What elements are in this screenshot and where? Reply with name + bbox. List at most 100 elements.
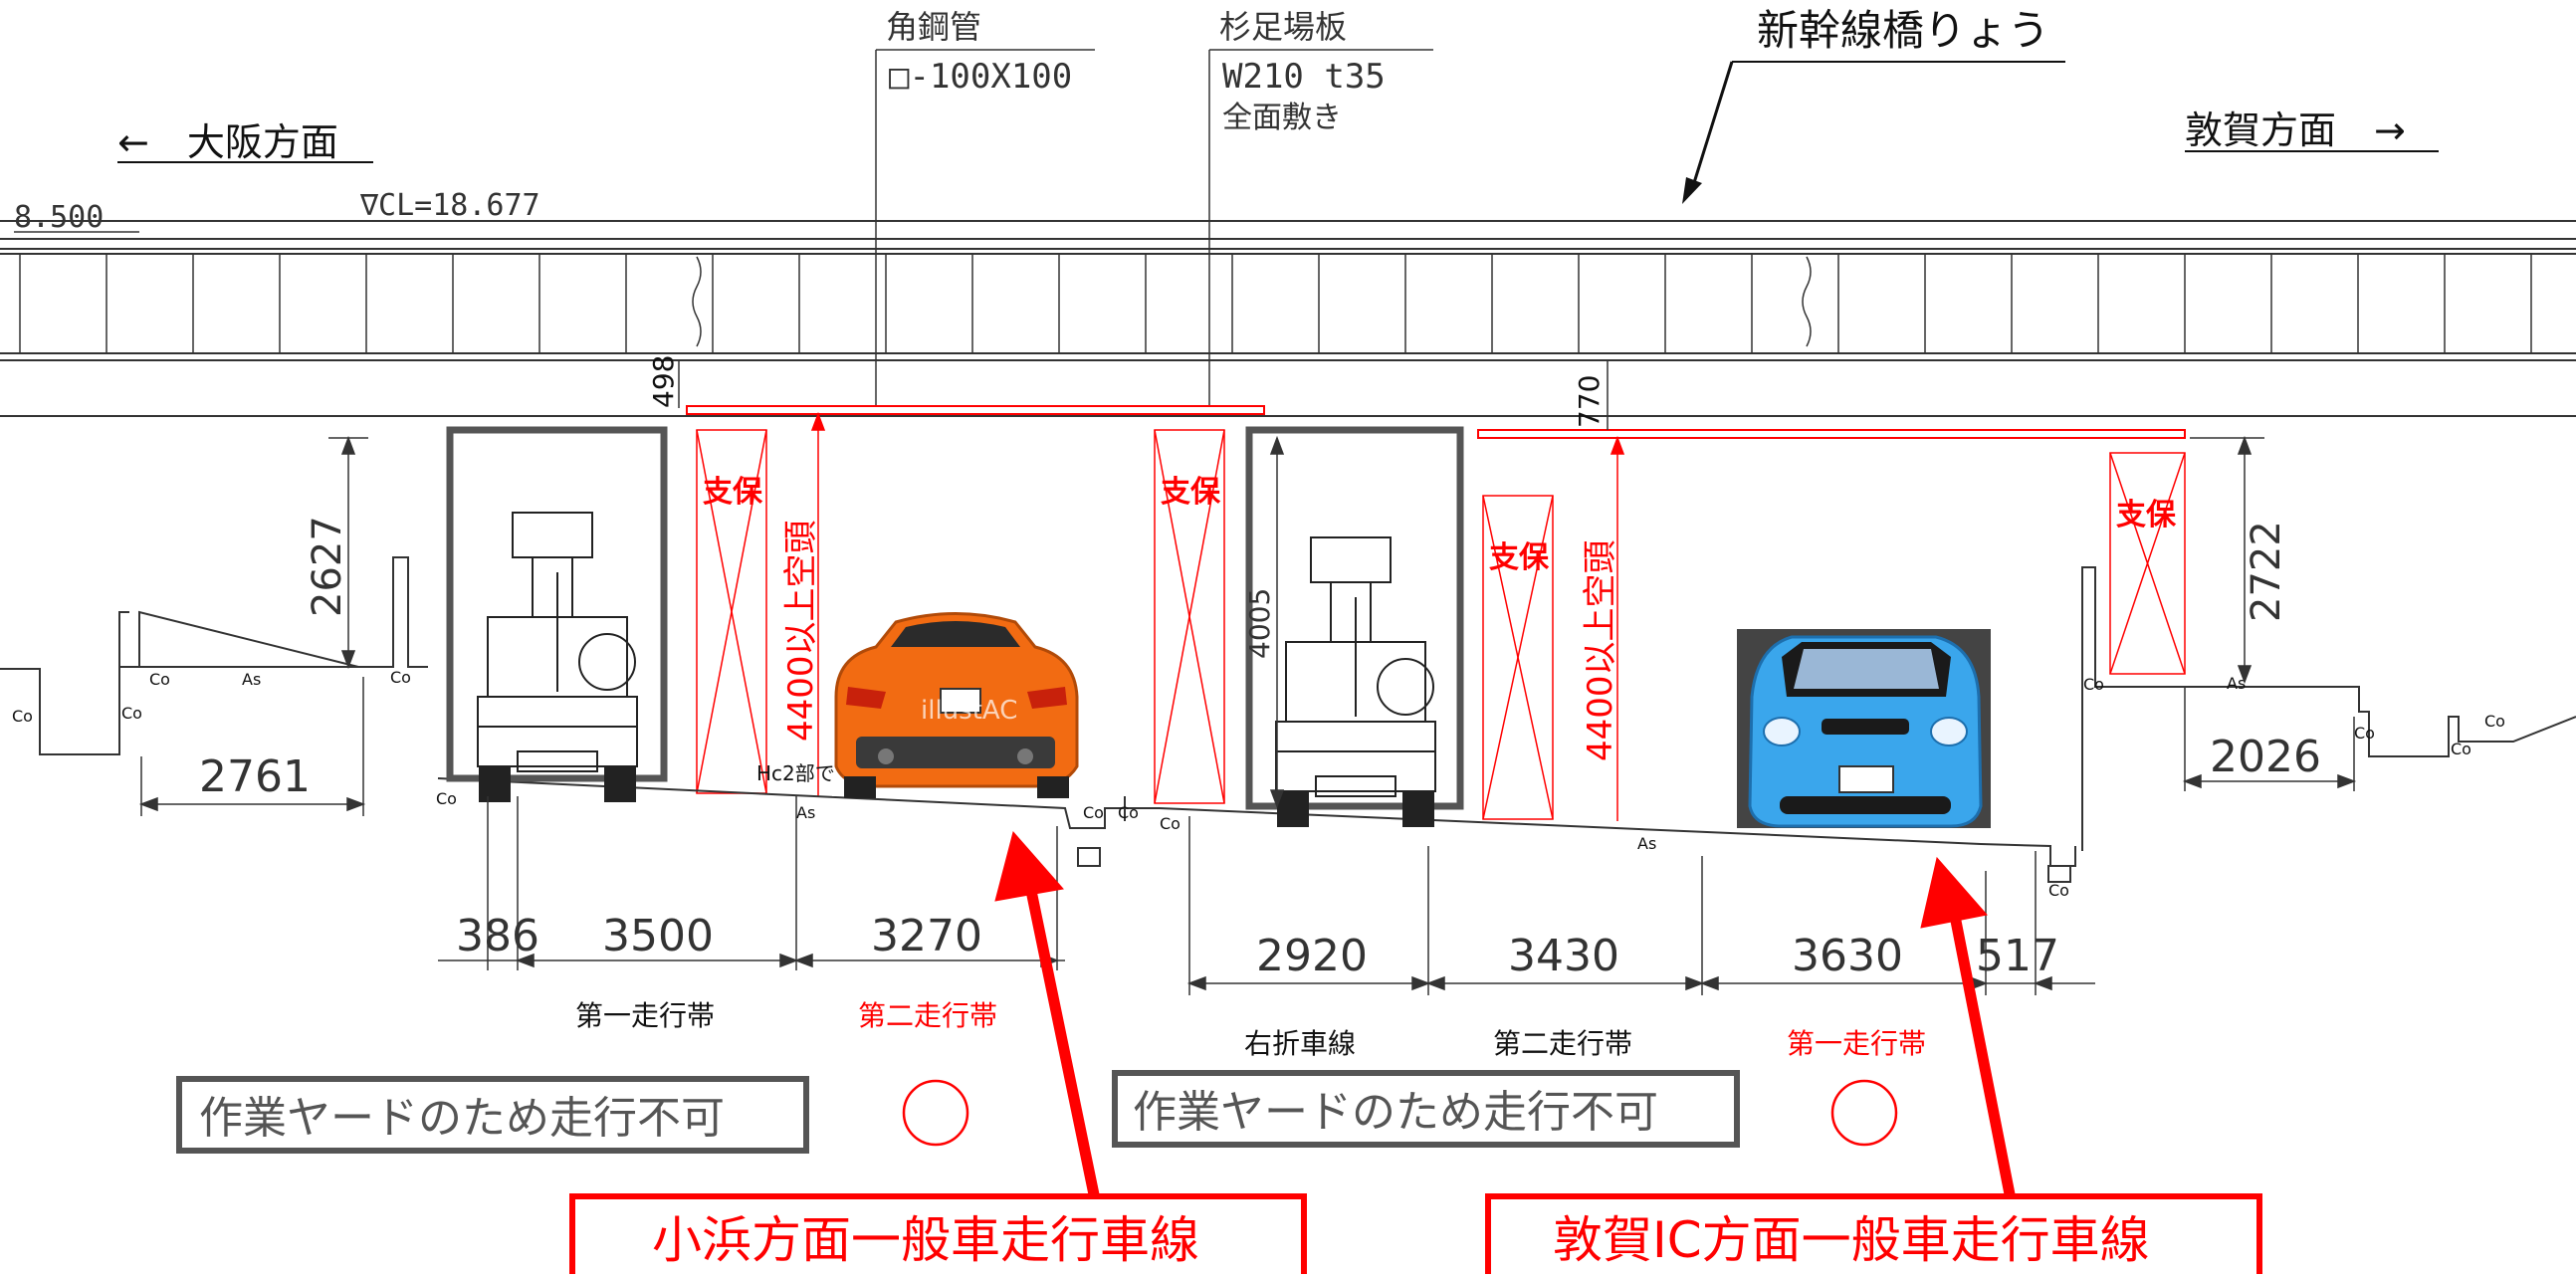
left-level-label: 8.500 (14, 200, 104, 235)
material-tag: Co (2354, 724, 2375, 743)
aerial-work-truck (477, 512, 638, 802)
ground-profile (0, 556, 2576, 867)
board-note-label: 全面敷き (1222, 101, 1342, 135)
bridge-name-label: 新幹線橋りょう (1757, 6, 2049, 55)
support-label: 支保 (2116, 498, 2177, 532)
dim-770-label: 770 (1573, 375, 1606, 428)
dim-2627: 2627 (305, 435, 368, 670)
dim-2026-label: 2026 (2210, 732, 2321, 782)
dim-3500-label: 3500 (602, 911, 714, 961)
tsuruga-lane-text: 敦賀IC方面一般車走行車線 (1553, 1211, 2150, 1269)
arrow-obama-lane (994, 830, 1101, 1201)
orange-car: illustAC (832, 602, 1081, 798)
clearance-right-label: 4400以上空頭 (1581, 539, 1620, 761)
dim-4005-label: 4005 (1243, 588, 1276, 659)
support-tower-brace (1482, 495, 1554, 820)
bridge-pointer-arrow (1682, 61, 1734, 204)
support-tower: 支保 (696, 429, 767, 794)
material-tag: Co (149, 670, 170, 689)
support-towers: 支保支保支保支保 (696, 429, 2186, 820)
support-tower: 支保 (1482, 495, 1554, 820)
bridge-girder (0, 220, 2576, 417)
pipe-callout: 角鋼管 □-100X100 (875, 8, 1095, 406)
no-traffic-notice-left: 作業ヤードのため走行不可 (176, 1076, 809, 1154)
dim-2761-label: 2761 (199, 751, 311, 802)
obama-lane-box: 小浜方面一般車走行車線 (569, 1193, 1307, 1278)
dim-2627-label: 2627 (305, 516, 350, 617)
material-tag: Co (2048, 881, 2069, 900)
blue-car (1737, 629, 1991, 828)
work-vehicle-left (446, 426, 668, 802)
support-tower-frame (1154, 429, 1225, 804)
dim-517-label: 517 (1976, 931, 2059, 981)
material-tag: Co (121, 704, 142, 723)
material-tag: Co (2484, 712, 2505, 731)
lane-right-first: 第一走行帯 (1787, 1027, 1926, 1060)
support-tower-frame (2109, 452, 2186, 675)
material-tag: As (2227, 674, 2246, 693)
support-tower-brace (696, 429, 767, 794)
clearance-left-label: 4400以上空頭 (781, 520, 821, 742)
open-lane-circle-left (902, 1079, 969, 1147)
illustac-watermark: illustAC (921, 696, 1017, 726)
material-tag: As (796, 803, 815, 822)
lane-right-turn: 右折車線 (1244, 1027, 1356, 1060)
material-tag: Co (1118, 803, 1139, 822)
dim-3430-label: 3430 (1508, 931, 1619, 981)
support-tower: 支保 (1154, 429, 1225, 804)
dim-386-label: 386 (456, 911, 539, 961)
direction-tsuruga-label: 敦賀方面 → (2185, 108, 2406, 152)
lane-left-second: 第二走行帯 (858, 999, 997, 1032)
support-label: 支保 (1161, 475, 1221, 510)
support-deck-left (686, 405, 1265, 415)
material-tag: Co (436, 789, 457, 808)
work-vehicle-right (1245, 426, 1464, 827)
material-tag: Co (1083, 803, 1104, 822)
board-callout: 杉足場板 W210 t35 全面敷き (1208, 8, 1433, 406)
no-traffic-notice-right: 作業ヤードのため走行不可 (1112, 1070, 1740, 1148)
material-tag: Co (12, 707, 33, 726)
support-tower-brace (1154, 429, 1225, 804)
arrow-tsuruga-lane (1920, 856, 2017, 1201)
direction-osaka-label: ← 大阪方面 (117, 120, 338, 164)
clearance-left: 4400以上空頭 (781, 411, 826, 796)
support-tower-frame (1482, 495, 1554, 820)
dim-2761: 2761 (138, 677, 366, 816)
hc2-note: Hc2部で (756, 761, 835, 785)
support-deck-right (1477, 429, 2186, 439)
material-tag: Co (390, 668, 411, 687)
cl-level-label: ∇CL=18.677 (359, 188, 540, 223)
support-tower-brace (2109, 452, 2186, 675)
dim-2722: 2722 (2190, 435, 2289, 685)
no-traffic-left-text: 作業ヤードのため走行不可 (199, 1093, 725, 1144)
clearance-right: 4400以上空頭 (1581, 435, 1625, 821)
lane-left-first: 第一走行帯 (575, 999, 715, 1032)
support-tower: 支保 (2109, 452, 2186, 675)
dim-2026: 2026 (2182, 687, 2357, 791)
material-tag: Co (2083, 675, 2104, 694)
material-tag: Co (1160, 814, 1181, 833)
girder-break-marks (692, 256, 1812, 347)
open-lane-circle-right (1830, 1079, 1898, 1147)
material-tag: As (242, 670, 261, 689)
material-tag: Co (2451, 740, 2471, 758)
dim-498: 498 (647, 355, 680, 408)
tsuruga-lane-box: 敦賀IC方面一般車走行車線 (1485, 1193, 2262, 1278)
aerial-work-truck (1275, 536, 1436, 827)
dim-row-right: 2920 3430 3630 517 (1186, 816, 2095, 995)
dim-498-label: 498 (647, 355, 680, 408)
board-name-label: 杉足場板 (1219, 8, 1347, 46)
support-label: 支保 (703, 475, 763, 510)
dim-3630-label: 3630 (1792, 931, 1903, 981)
dim-770: 770 (1573, 360, 1609, 430)
girder-stiffeners (19, 254, 2532, 353)
dim-row-left: 386 3500 3270 (438, 796, 1065, 970)
left-curb-details (118, 611, 2071, 883)
no-traffic-right-text: 作業ヤードのため走行不可 (1133, 1087, 1658, 1138)
lane-right-second: 第二走行帯 (1493, 1027, 1632, 1060)
pipe-spec-label: □-100X100 (889, 57, 1072, 97)
support-label: 支保 (1489, 540, 1550, 575)
pipe-name-label: 角鋼管 (886, 8, 981, 46)
